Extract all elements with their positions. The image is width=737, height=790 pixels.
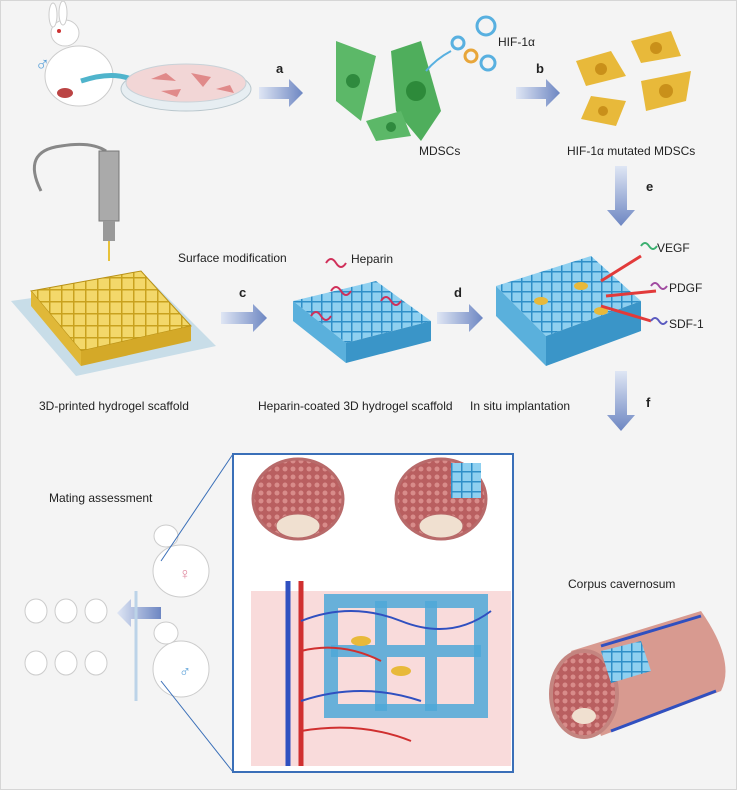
svg-text:♂: ♂ (179, 664, 191, 681)
mdsc-cells (336, 41, 441, 141)
female-rabbit: ♀ (152, 524, 210, 598)
mutated-mdsc-cells (576, 31, 691, 126)
step-f-label: f (646, 395, 651, 410)
implantation-label: In situ implantation (470, 399, 571, 413)
3d-printer (32, 142, 120, 261)
offspring-rabbits (24, 598, 108, 676)
pdgf-label: PDGF (669, 281, 703, 295)
heparin-scaffold (293, 258, 431, 363)
implant-detail-box (160, 453, 514, 773)
printed-scaffold (11, 270, 216, 376)
printed-scaffold-label: 3D-printed hydrogel scaffold (39, 399, 189, 413)
coated-scaffold-label: Heparin-coated 3D hydrogel scaffold (258, 399, 453, 413)
hif-plasmids (425, 15, 497, 72)
hif-label: HIF-1α (498, 35, 535, 49)
step-d-label: d (454, 285, 462, 300)
surface-modification-label: Surface modification (178, 251, 287, 265)
mdscs-label: MDSCs (419, 144, 461, 158)
donor-rabbit: ♂ (35, 1, 132, 107)
svg-text:♂: ♂ (35, 54, 50, 76)
step-a-label: a (276, 61, 284, 76)
arrows (117, 79, 635, 627)
corpus-cavernosum-label: Corpus cavernosum (568, 577, 676, 591)
mutated-mdscs-label: HIF-1α mutated MDSCs (567, 144, 696, 158)
male-rabbit: ♂ (152, 621, 210, 698)
vegf-label: VEGF (657, 241, 690, 255)
step-b-label: b (536, 61, 544, 76)
step-e-label: e (646, 179, 654, 194)
sdf-label: SDF-1 (669, 317, 704, 331)
mating-assessment-label: Mating assessment (49, 491, 153, 505)
corpus-cavernosum-illustration (549, 611, 726, 739)
step-c-label: c (239, 285, 247, 300)
heparin-label: Heparin (351, 252, 394, 266)
seeded-scaffold (496, 242, 668, 366)
svg-text:♀: ♀ (179, 566, 191, 583)
petri-dish (120, 63, 252, 112)
